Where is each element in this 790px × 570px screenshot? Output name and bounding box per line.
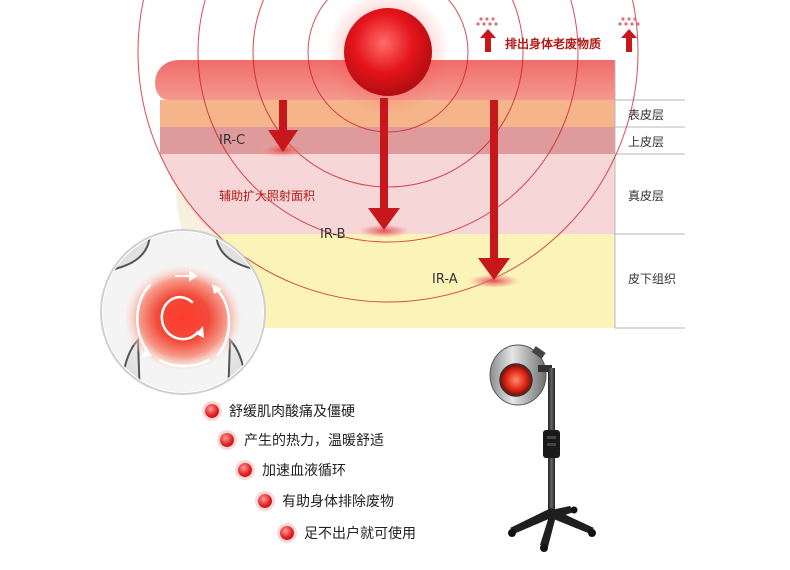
waste-up-arrow-right [618, 17, 640, 52]
bullet-dot-icon [220, 433, 234, 447]
body-heat-inset [100, 229, 266, 395]
benefit-item: 有助身体排除废物 [258, 491, 394, 511]
layer-label-dermis: 真皮层 [628, 189, 665, 203]
ir-b-spot [358, 224, 410, 238]
bullet-dot-icon [258, 494, 272, 508]
waste-up-arrow-left [476, 17, 498, 52]
benefit-item: 加速血液循环 [238, 460, 346, 480]
benefit-text: 产生的热力，温暖舒适 [244, 433, 384, 449]
ir-b-label: IR-B [320, 227, 346, 242]
ir-a-arrow [478, 100, 510, 280]
benefit-item: 足不出户就可使用 [280, 523, 416, 543]
ir-a-spot [468, 274, 520, 288]
lamp-bulb [499, 363, 533, 397]
layer-dividers [614, 60, 685, 329]
infrared-lamp [489, 344, 596, 552]
heat-source [344, 8, 432, 96]
layer-label-epidermis: 表皮层 [628, 108, 665, 122]
bullet-dot-icon [205, 404, 219, 418]
ir-c-arrow [268, 100, 298, 152]
bullet-dot-icon [280, 526, 294, 540]
ir-c-label: IR-C [219, 133, 246, 148]
ir-a-label: IR-A [432, 272, 458, 287]
heat-zone [125, 266, 241, 370]
benefit-text: 有助身体排除废物 [282, 494, 394, 510]
subcutaneous-band [215, 234, 615, 328]
benefit-item: 产生的热力，温暖舒适 [220, 430, 384, 450]
waste-removal-label: 排出身体老废物质 [505, 37, 602, 51]
layer-label-upper-skin: 上皮层 [628, 135, 665, 149]
benefit-item: 舒缓肌肉酸痛及僵硬 [205, 401, 355, 421]
benefit-text: 加速血液循环 [262, 463, 346, 479]
benefit-text: 足不出户就可使用 [304, 526, 416, 542]
bullet-dot-icon [238, 463, 252, 477]
lamp-base [510, 508, 594, 533]
irradiation-area-note: 辅助扩大照射面积 [219, 189, 316, 203]
benefit-text: 舒缓肌肉酸痛及僵硬 [229, 404, 355, 420]
ir-b-arrow [368, 98, 400, 230]
layer-label-subcutaneous: 皮下组织 [628, 272, 677, 286]
